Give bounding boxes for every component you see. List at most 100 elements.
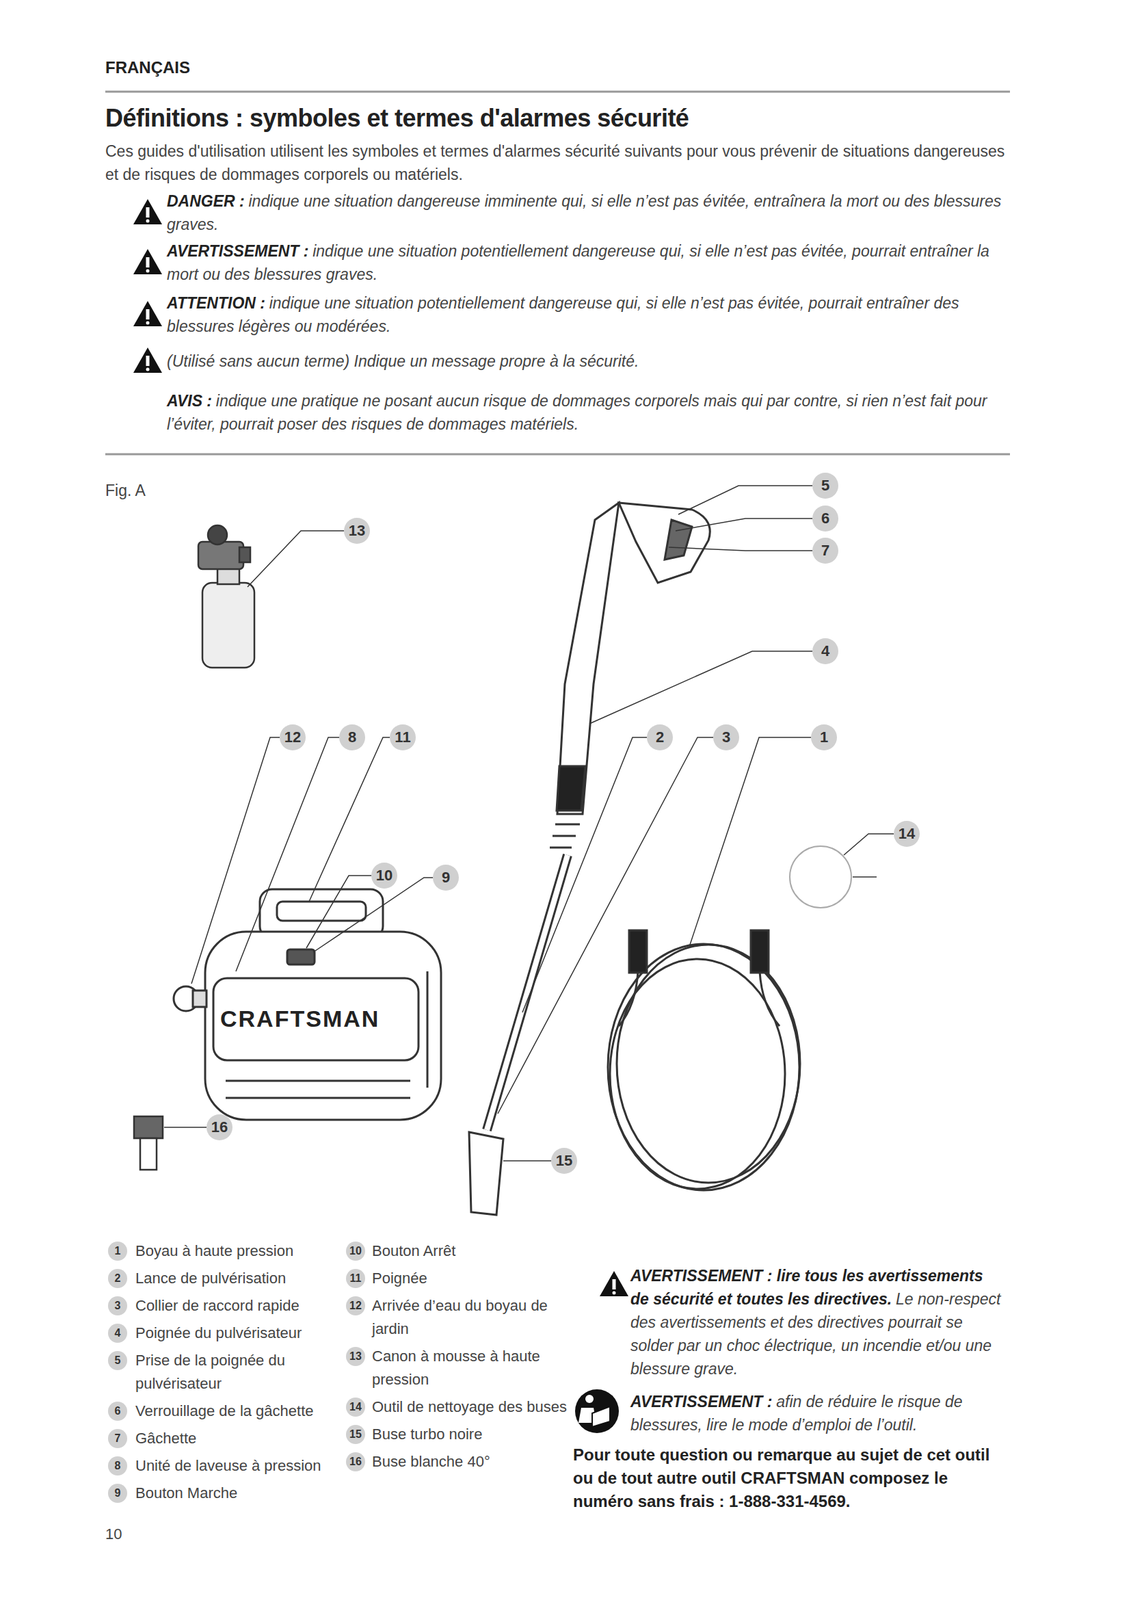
signal-definition: indique une pratique ne posant aucun ris… — [166, 391, 987, 433]
part-name: Prise de la poignée du pulvérisateur — [135, 1351, 286, 1392]
part-name: Buse blanche 40° — [371, 1452, 491, 1470]
high-pressure-hose — [607, 929, 801, 1190]
text-block: Ces guides d'utilisation utilisent les s… — [105, 139, 1015, 186]
text-block: Outil de nettoyage des buses — [371, 1394, 571, 1419]
callout-text: 12 — [349, 1299, 362, 1311]
text-block: Poignée du pulvérisateur — [135, 1321, 329, 1345]
contact-info: Pour toute question ou remarque au sujet… — [573, 1444, 990, 1510]
warning-text: AVERTISSEMENT : — [630, 1392, 773, 1410]
text-block: AVIS :indique une pratique ne posant auc… — [166, 389, 1013, 436]
callout-number: 12 — [346, 1295, 366, 1315]
nozzle-40 — [134, 1115, 163, 1170]
text-block: Bouton Arrêt — [371, 1239, 571, 1263]
signal-definition: indique une situation dangereuse imminen… — [166, 192, 1002, 234]
callout-text: 7 — [114, 1432, 122, 1444]
pressure-washer-unit — [173, 888, 442, 1120]
text-block: FRANÇAIS — [105, 56, 516, 80]
callout-text: 14 — [349, 1401, 362, 1413]
signal-word: DANGER : — [166, 192, 245, 210]
intro-text: Ces guides d'utilisation utilisent les s… — [105, 142, 1005, 184]
callout-number: 16 — [206, 1113, 233, 1140]
text-block: AVERTISSEMENT :afin de réduire le risque… — [630, 1389, 1006, 1436]
callout-text: 1 — [114, 1245, 122, 1257]
part-name: Outil de nettoyage des buses — [371, 1397, 567, 1415]
part-name: Canon à mousse à haute pression — [371, 1347, 541, 1388]
text-block: Gâchette — [135, 1426, 329, 1450]
callout-number: 8 — [339, 724, 366, 751]
text-block: CRAFTSMAN — [220, 1006, 416, 1030]
cleaning-tool — [789, 845, 852, 908]
signal-word: AVERTISSEMENT : — [166, 242, 309, 260]
callout-text: 3 — [722, 729, 731, 745]
text-block: 10 — [105, 1522, 243, 1546]
brand-logo: CRAFTSMAN — [220, 1005, 380, 1032]
text-block: Arrivée d’eau du boyau de jardin — [371, 1293, 571, 1341]
text-block: (Utilisé sans aucun terme) Indique un me… — [166, 349, 1013, 373]
text-block: Poignée — [371, 1266, 571, 1290]
text-block: Boyau à haute pression — [135, 1239, 329, 1263]
callout-text: 4 — [821, 643, 830, 659]
callout-text: 10 — [376, 867, 393, 883]
text-block: Verrouillage de la gâchette — [135, 1399, 329, 1423]
callout-number: 8 — [108, 1455, 128, 1475]
callout-number: 6 — [108, 1401, 128, 1421]
part-name: Unité de laveuse à pression — [135, 1456, 322, 1474]
part-name: Bouton Arrêt — [371, 1241, 456, 1259]
callout-number: 7 — [108, 1428, 128, 1448]
callout-text: 5 — [114, 1354, 122, 1366]
language-heading: FRANÇAIS — [105, 58, 191, 77]
callout-number: 5 — [812, 472, 839, 499]
text-block: AVERTISSEMENT : lire tous les avertissem… — [630, 1263, 1006, 1380]
text-block: Bouton Marche — [135, 1481, 329, 1505]
figure-label: Fig. A — [105, 481, 146, 500]
callout-text: 3 — [114, 1299, 122, 1311]
text-block: Pour toute question ou remarque au sujet… — [573, 1442, 1011, 1513]
callout-number: 14 — [893, 820, 920, 847]
callout-text: 15 — [555, 1152, 573, 1168]
callout-number: 10 — [346, 1241, 366, 1261]
callout-text: 13 — [349, 1350, 362, 1362]
rule — [105, 453, 1010, 456]
part-name: Verrouillage de la gâchette — [135, 1401, 314, 1419]
callout-number: 12 — [279, 724, 306, 751]
part-name: Boyau à haute pression — [135, 1241, 294, 1259]
callout-number: 15 — [551, 1147, 578, 1174]
foam-cannon — [198, 525, 255, 668]
callout-text: 14 — [898, 826, 915, 842]
callout-text: 4 — [114, 1327, 122, 1339]
leader-lines — [164, 485, 894, 1161]
callout-number: 6 — [812, 505, 839, 532]
callout-text: 16 — [211, 1119, 228, 1135]
callout-text: 7 — [821, 542, 830, 558]
callout-number: 2 — [646, 724, 673, 751]
text-block: ATTENTION :indique une situation potenti… — [166, 291, 1013, 338]
part-name: Bouton Marche — [135, 1483, 238, 1501]
text-block: Prise de la poignée du pulvérisateur — [135, 1348, 329, 1395]
callout-number: 16 — [346, 1451, 366, 1471]
page-title: Définitions : symboles et termes d'alarm… — [105, 103, 689, 133]
callout-text: 15 — [349, 1428, 362, 1440]
callout-text: 6 — [821, 510, 830, 526]
read-manual-icon — [575, 1388, 619, 1433]
signal-word: ATTENTION : — [166, 294, 266, 312]
callout-text: 8 — [114, 1459, 122, 1471]
text-block: Unité de laveuse à pression — [135, 1453, 329, 1478]
page-number: 10 — [105, 1524, 122, 1542]
callout-number: 10 — [371, 862, 398, 889]
text-block: AVERTISSEMENT :indique une situation pot… — [166, 239, 1013, 286]
callout-number: 5 — [108, 1350, 128, 1370]
callout-text: 5 — [821, 477, 830, 494]
callout-number: 14 — [346, 1396, 366, 1417]
callout-number: 4 — [108, 1323, 128, 1343]
callout-text: 2 — [114, 1272, 122, 1284]
callout-text: 11 — [350, 1272, 362, 1284]
text-block: Collier de raccord rapide — [135, 1293, 329, 1317]
signal-definition: (Utilisé sans aucun terme) Indique un me… — [166, 352, 639, 370]
text-block: Buse blanche 40° — [371, 1449, 571, 1473]
callout-number: 9 — [432, 864, 459, 891]
callout-number: 3 — [713, 724, 740, 751]
part-name: Collier de raccord rapide — [135, 1296, 300, 1314]
callout-text: 12 — [284, 729, 301, 745]
callout-number: 15 — [346, 1424, 366, 1444]
